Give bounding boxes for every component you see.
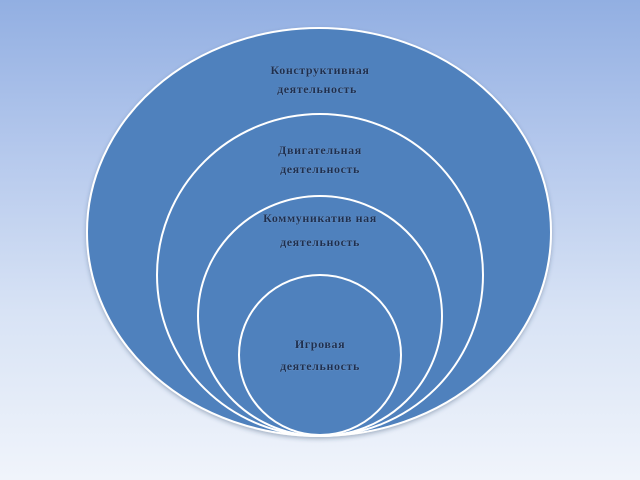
label-title: Двигательная — [278, 143, 362, 157]
label-subtitle: деятельность — [280, 162, 360, 176]
label-title: Игровая — [294, 337, 346, 351]
label-subtitle: деятельность — [277, 82, 357, 96]
label-igrovaya: Игровая деятельность — [240, 337, 400, 373]
label-kommunikativnaya: Коммуникатив ная деятельность — [262, 212, 378, 249]
label-subtitle: деятельность — [280, 235, 360, 249]
circle-igrovaya — [238, 274, 402, 436]
label-subtitle: деятельность — [280, 359, 360, 373]
label-konstruktivnaya: Конструктивная деятельность — [220, 63, 420, 96]
label-title: Конструктивная — [270, 63, 370, 77]
label-dvigatelnaya: Двигательная деятельность — [220, 143, 420, 176]
label-title: Коммуникатив ная — [263, 211, 377, 225]
